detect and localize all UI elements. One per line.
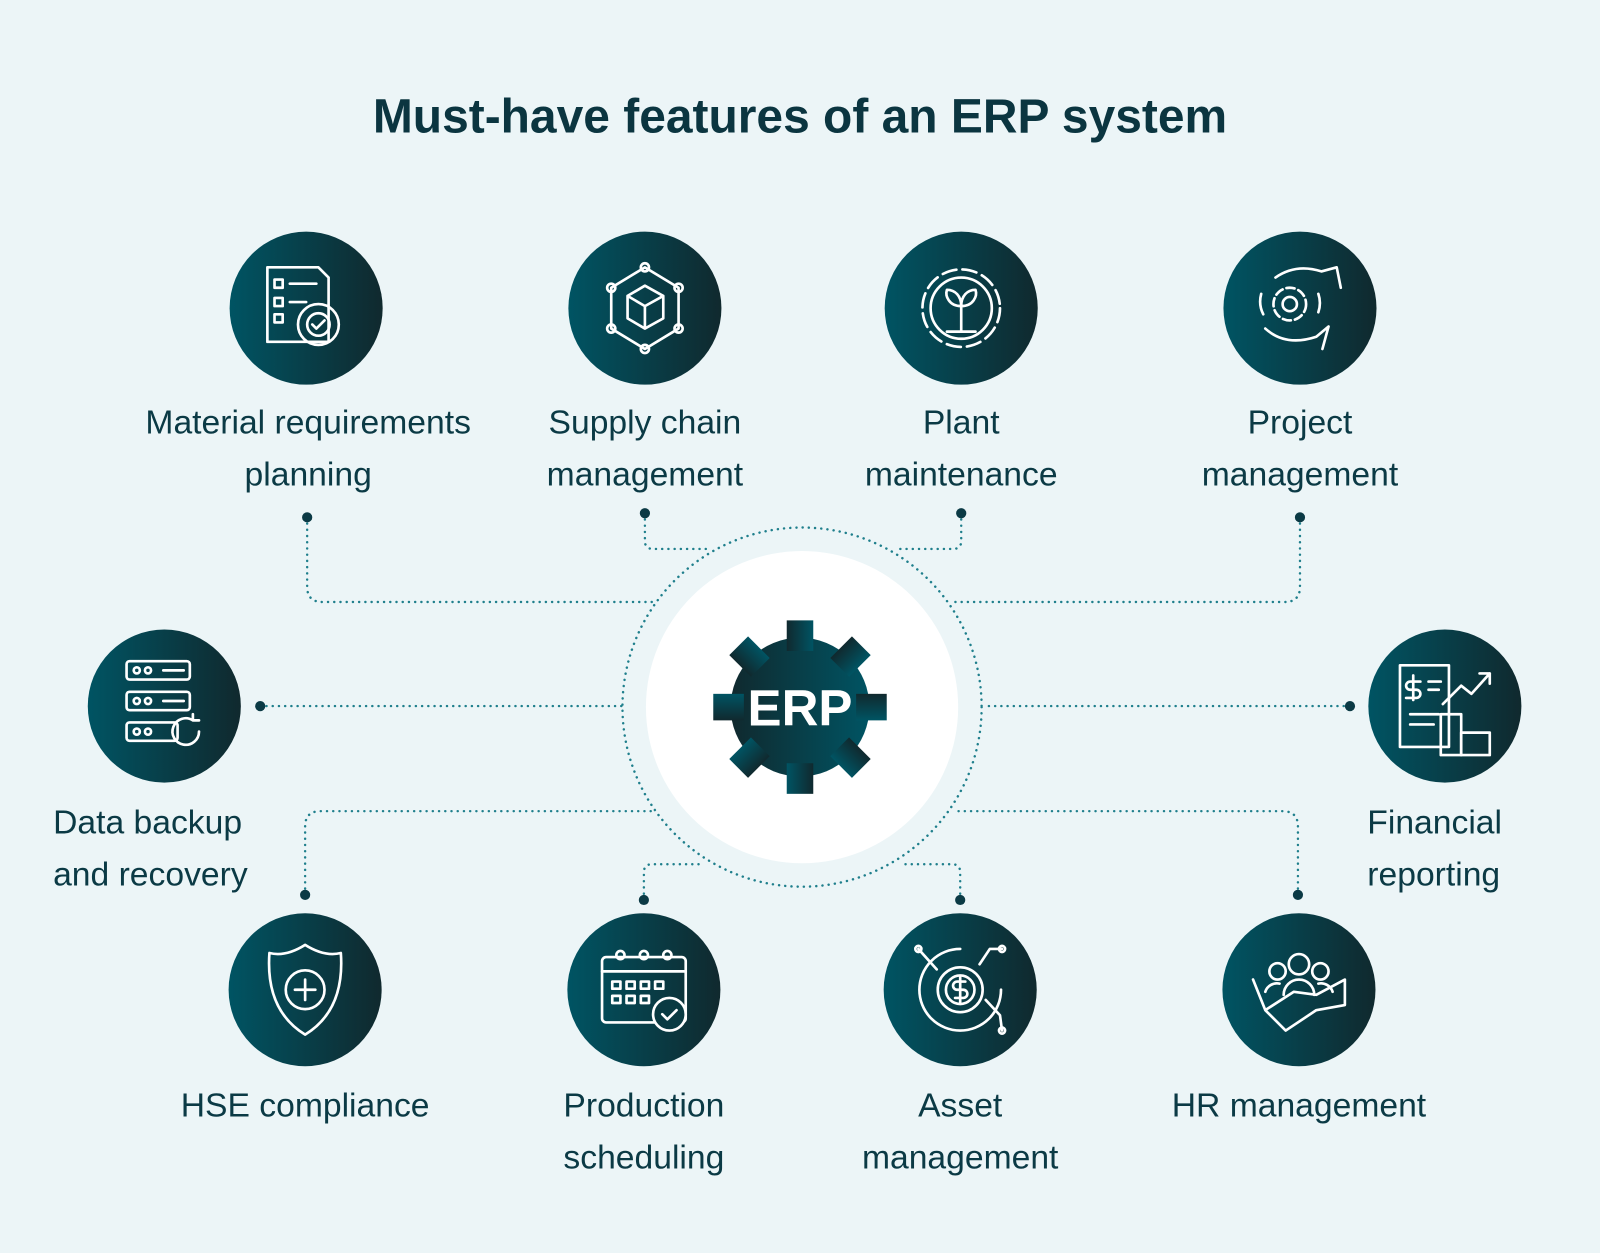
feature-label: Production — [563, 1087, 724, 1124]
feature-label: Material requirements — [145, 405, 470, 442]
feature-production-scheduling: Production scheduling — [563, 913, 724, 1176]
feature-label: Asset — [918, 1087, 1003, 1124]
feature-label: and recovery — [53, 857, 248, 894]
feature-label: scheduling — [563, 1139, 724, 1176]
feature-plant-maintenance: Plant maintenance — [865, 231, 1058, 494]
feature-hr-management: HR management — [1172, 913, 1427, 1124]
feature-label: Supply chain — [549, 405, 742, 442]
gear-icon — [713, 620, 887, 794]
feature-label: planning — [245, 457, 372, 494]
feature-data-backup-and-recovery: Data backup and recovery — [53, 629, 248, 894]
page-title: Must-have features of an ERP system — [373, 91, 1227, 144]
feature-hse-compliance: HSE compliance — [181, 913, 430, 1124]
feature-label: Financial — [1367, 805, 1502, 842]
hands-gear-icon — [1258, 266, 1343, 351]
checklist-gear-icon — [266, 266, 341, 347]
feature-supply-chain-management: Supply chain management — [547, 231, 744, 494]
feature-label: reporting — [1367, 857, 1500, 894]
feature-label: maintenance — [865, 457, 1058, 494]
shield-plus-icon — [267, 943, 343, 1036]
erp-center-hub: ERP — [645, 550, 959, 864]
feature-label: Project — [1248, 405, 1353, 442]
feature-financial-reporting: Financial reporting — [1367, 629, 1522, 894]
feature-label: management — [1202, 457, 1399, 494]
feature-label: HSE compliance — [181, 1087, 430, 1124]
feature-material-requirements-planning: Material requirements planning — [145, 231, 471, 494]
handshake-team-icon — [1251, 952, 1347, 1032]
erp-label: ERP — [748, 679, 853, 736]
connectors — [255, 508, 1356, 906]
feature-label: management — [547, 457, 744, 494]
feature-label: management — [862, 1139, 1059, 1176]
gear-plant-icon — [921, 268, 1002, 349]
feature-asset-management: Asset management — [862, 913, 1059, 1176]
dollar-chart-icon — [913, 944, 1007, 1035]
report-chart-icon — [1398, 663, 1492, 757]
box-network-icon — [605, 261, 684, 355]
server-restore-icon — [125, 659, 201, 747]
feature-label: Plant — [923, 405, 1000, 442]
feature-label: HR management — [1172, 1087, 1427, 1124]
calendar-check-icon — [600, 949, 688, 1032]
feature-label: Data backup — [53, 805, 242, 842]
feature-project-management: Project management — [1202, 231, 1399, 494]
